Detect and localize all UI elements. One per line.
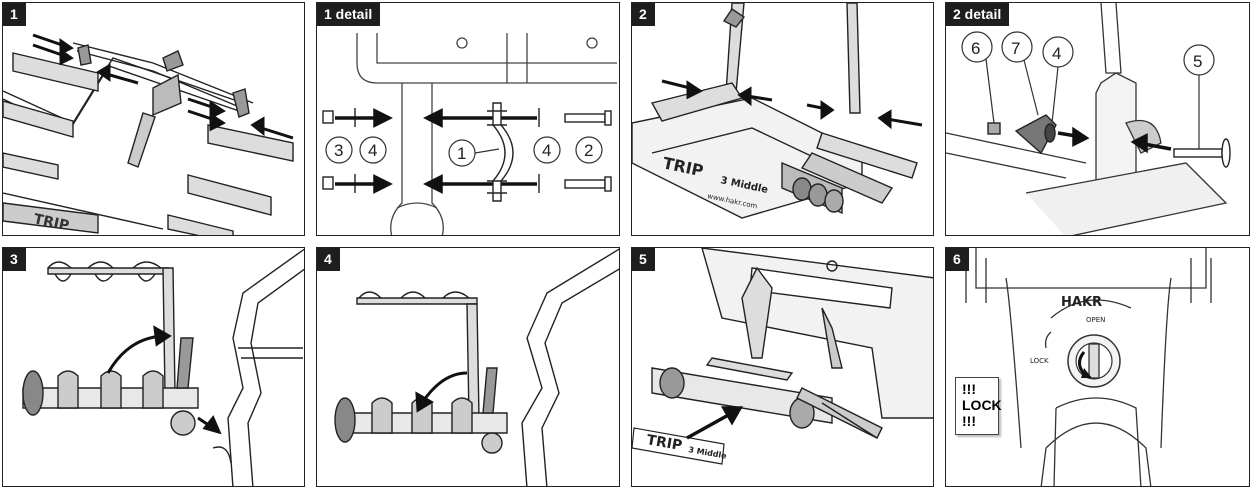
step-5-panel: 5 TRIP 3 Middle <box>631 247 934 487</box>
step-5-illustration: TRIP 3 Middle <box>632 248 933 465</box>
lock-notice: !!! LOCK !!! <box>955 377 1002 435</box>
frame-brand-text: TRIP <box>32 211 70 234</box>
step-4-illustration <box>334 248 619 486</box>
lock-notice-line: !!! <box>962 413 976 429</box>
step-2-panel: 2 TRIP 3 Middle www.hakr.com <box>631 2 934 236</box>
lock-notice-line: !!! <box>962 381 976 397</box>
step-1-illustration: TRIP <box>3 33 294 235</box>
step-6-panel: 6 HAKR OPEN LOCK !!! LOCK !!! <box>945 247 1250 487</box>
step-label: 1 <box>3 3 26 26</box>
step-label: 1 detail <box>317 3 381 26</box>
lock-lock-label: LOCK <box>1030 357 1049 365</box>
lock-open-label: OPEN <box>1086 316 1105 324</box>
callout-4: 4 <box>1052 44 1061 63</box>
step-2-detail-illustration: 6 7 4 5 <box>946 3 1231 235</box>
step-6-illustration: HAKR OPEN LOCK <box>965 248 1212 486</box>
lock-notice-line: LOCK <box>962 397 1002 413</box>
callout-1: 1 <box>457 144 466 163</box>
lock-brand-text: HAKR <box>1061 295 1102 310</box>
step-4-panel: 4 <box>316 247 620 487</box>
step-3-illustration <box>22 248 304 486</box>
callout-5: 5 <box>1193 52 1202 71</box>
step-label: 4 <box>317 248 340 271</box>
step-1-detail-panel: 1 detail <box>316 2 620 236</box>
step-2-detail-panel: 2 detail <box>945 2 1250 236</box>
step-label: 3 <box>3 248 26 271</box>
step-label: 6 <box>946 248 969 271</box>
step-label: 5 <box>632 248 655 271</box>
step-label: 2 <box>632 3 655 26</box>
step-1-panel: 1 TRIP <box>2 2 305 236</box>
callout-6: 6 <box>971 39 980 58</box>
step-2-illustration: TRIP 3 Middle www.hakr.com <box>632 3 923 219</box>
step-3-panel: 3 <box>2 247 305 487</box>
step-1-detail-illustration: 3 4 1 4 2 <box>322 33 617 235</box>
callout-4: 4 <box>368 141 377 160</box>
step-label: 2 detail <box>946 3 1010 26</box>
callout-3: 3 <box>334 141 343 160</box>
callout-2: 2 <box>584 141 593 160</box>
callout-7: 7 <box>1011 39 1020 58</box>
plate-brand-text: TRIP <box>645 432 683 454</box>
callout-4: 4 <box>542 141 551 160</box>
